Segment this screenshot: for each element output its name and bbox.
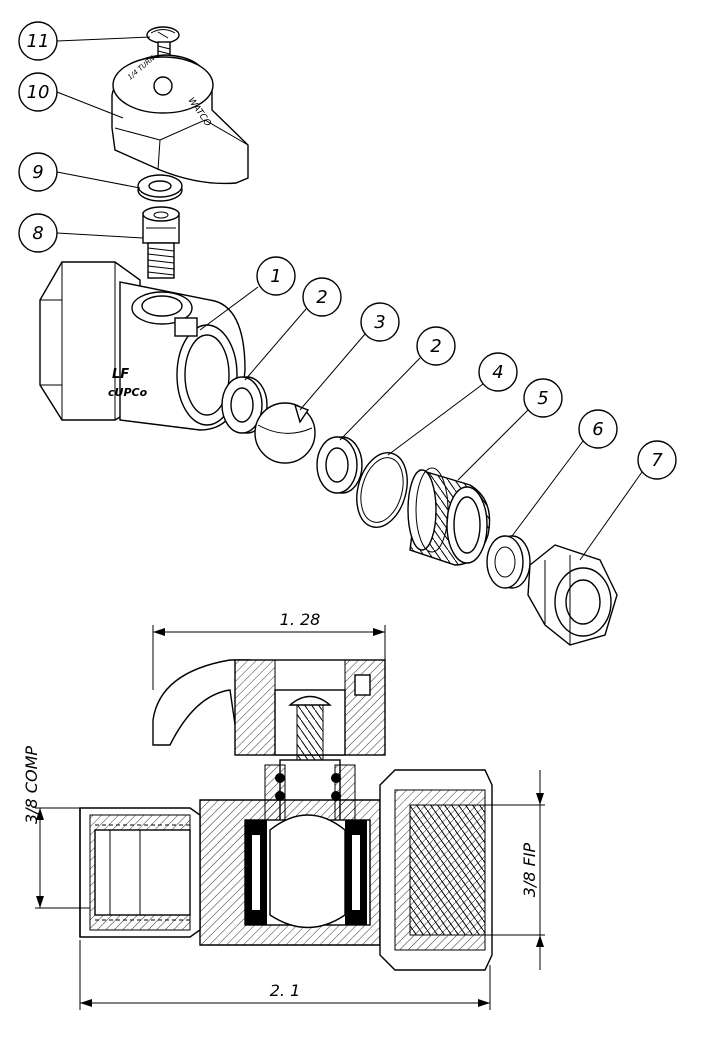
- balloon-1: 1: [199, 256, 296, 331]
- balloon-4: 4: [387, 352, 518, 456]
- section-handle: [152, 659, 386, 756]
- svg-text:1: 1: [270, 266, 281, 287]
- balloon-7: 7: [579, 440, 677, 561]
- balloon-8: 8: [18, 213, 144, 253]
- dimension-right-connection: 3/8 FIP: [485, 770, 545, 970]
- part-2-seat-b: [316, 436, 363, 494]
- section-compression-end: [79, 807, 201, 938]
- part-9-washer: [137, 174, 183, 202]
- dimension-overall-length: 2. 1: [79, 940, 491, 1010]
- svg-text:6: 6: [592, 419, 603, 440]
- svg-text:5: 5: [537, 388, 548, 409]
- dimension-left-connection: 3/8 COMP: [22, 746, 90, 909]
- part-3-ball: [254, 402, 316, 464]
- part-10-handle: WATCO 1/4 TURN: [111, 54, 249, 185]
- svg-text:9: 9: [32, 162, 43, 183]
- balloon-9: 9: [18, 152, 141, 192]
- svg-text:3: 3: [374, 312, 385, 333]
- svg-text:8: 8: [32, 223, 43, 244]
- balloon-11: 11: [18, 21, 151, 61]
- balloon-2a: 2: [244, 277, 342, 381]
- balloon-10: 10: [18, 72, 124, 119]
- balloon-3: 3: [299, 302, 400, 411]
- body-upc-text: cUPCo: [108, 386, 148, 399]
- svg-text:2: 2: [316, 287, 327, 308]
- svg-text:11: 11: [27, 31, 50, 52]
- svg-text:3/8 FIP: 3/8 FIP: [520, 842, 539, 897]
- part-8-stem: [142, 206, 180, 279]
- svg-text:2. 1: 2. 1: [270, 981, 301, 1000]
- part-5-insert: [407, 467, 491, 566]
- body-lf-text: LF: [112, 367, 129, 382]
- part-4-o-ring: [356, 452, 408, 528]
- section-view: 1. 28: [22, 610, 545, 1010]
- svg-text:1. 28: 1. 28: [280, 610, 321, 629]
- svg-text:7: 7: [651, 450, 663, 471]
- balloon-5: 5: [457, 378, 563, 481]
- exploded-view: WATCO 1/4 TURN: [18, 21, 677, 646]
- section-body: [199, 799, 381, 946]
- balloon-6: 6: [511, 409, 618, 537]
- part-6-ferrule: [486, 535, 531, 589]
- balloon-2b: 2: [339, 326, 456, 441]
- part-2-seat-a: [221, 376, 268, 434]
- svg-text:10: 10: [27, 82, 50, 103]
- part-7-nut: [527, 544, 618, 646]
- part-1-valve-body: LF cUPCo: [39, 261, 246, 431]
- dimension-top-width: 1. 28: [152, 610, 386, 690]
- svg-text:4: 4: [492, 362, 503, 383]
- section-fip-end: [379, 769, 493, 971]
- svg-text:2: 2: [430, 336, 441, 357]
- svg-text:3/8 COMP: 3/8 COMP: [22, 746, 41, 824]
